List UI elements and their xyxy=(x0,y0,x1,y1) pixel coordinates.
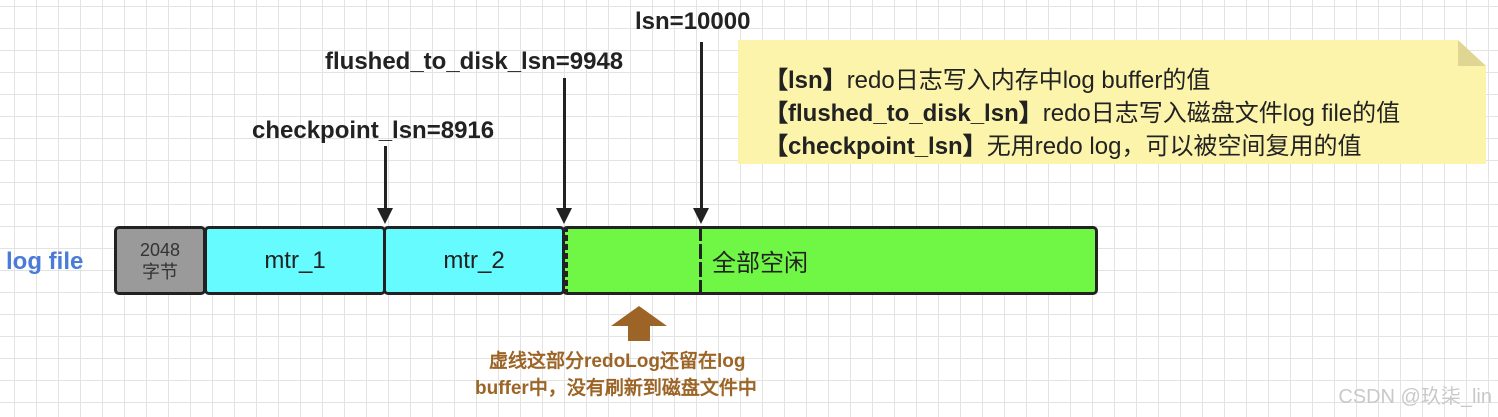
note-key-checkpoint: 【checkpoint_lsn】 xyxy=(764,133,987,160)
up-arrow-stem xyxy=(628,325,650,341)
note-text-checkpoint: 无用redo log，可以被空间复用的值 xyxy=(986,133,1362,160)
file-header-size: 2048 xyxy=(139,239,181,260)
note-line-lsn: 【lsn】redo日志写入内存中log buffer的值 xyxy=(764,60,1210,95)
flushed-to-disk-lsn-label: flushed_to_disk_lsn=9948 xyxy=(325,48,624,75)
up-arrow-icon xyxy=(611,306,667,326)
mtr-1-label: mtr_1 xyxy=(264,246,326,274)
watermark: CSDN @玖柒_lin xyxy=(1338,386,1492,408)
log-file-bar: 2048 字节 mtr_1 mtr_2 全部空闲 xyxy=(114,226,1098,295)
lsn-pointer-arrowhead xyxy=(693,208,709,224)
file-header-segment: 2048 字节 xyxy=(114,226,206,295)
free-label: 全部空闲 xyxy=(712,250,808,277)
note-line-flushed: 【flushed_to_disk_lsn】redo日志写入磁盘文件log fil… xyxy=(764,93,1400,128)
checkpoint-pointer-line xyxy=(384,146,387,210)
mtr-1-segment: mtr_1 xyxy=(204,226,386,295)
note-text-lsn: redo日志写入内存中log buffer的值 xyxy=(846,67,1211,94)
mtr-2-segment: mtr_2 xyxy=(383,226,565,295)
checkpoint-lsn-label: checkpoint_lsn=8916 xyxy=(252,117,495,144)
legend-note-fold xyxy=(1458,40,1486,66)
note-line-checkpoint: 【checkpoint_lsn】无用redo log，可以被空间复用的值 xyxy=(764,126,1361,161)
checkpoint-pointer-arrowhead xyxy=(377,208,393,224)
free-segment: 全部空闲 xyxy=(562,226,1098,295)
lsn-label: lsn=10000 xyxy=(635,8,751,35)
unflushed-dashed-region xyxy=(565,226,702,295)
caption-line-1: 虚线这部分redoLog还留在log xyxy=(489,351,746,372)
flushed-pointer-line xyxy=(563,78,566,210)
caption-line-2: buffer中，没有刷新到磁盘文件中 xyxy=(475,378,757,399)
note-text-flushed: redo日志写入磁盘文件log file的值 xyxy=(1042,100,1401,127)
file-header-unit: 字节 xyxy=(142,261,178,282)
flushed-pointer-arrowhead xyxy=(556,208,572,224)
lsn-dotted-divider xyxy=(699,226,702,295)
lsn-pointer-line xyxy=(700,42,703,210)
mtr-2-label: mtr_2 xyxy=(443,246,505,274)
note-key-flushed: 【flushed_to_disk_lsn】 xyxy=(764,100,1043,127)
legend-note xyxy=(738,40,1486,164)
log-file-label: log file xyxy=(6,248,84,275)
note-key-lsn: 【lsn】 xyxy=(764,67,847,94)
